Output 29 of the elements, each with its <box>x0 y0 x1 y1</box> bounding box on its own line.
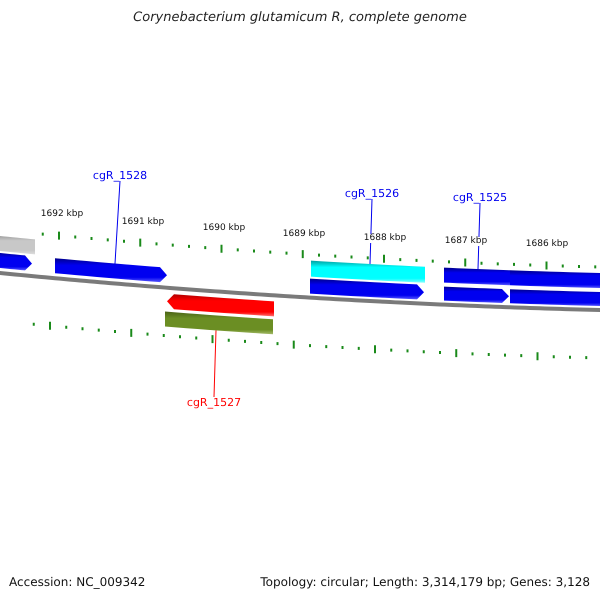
gene-bar <box>0 235 35 254</box>
gene-label: cgR_1527 <box>186 397 242 408</box>
gene-label: cgR_1528 <box>92 170 148 181</box>
gene-bar <box>510 270 600 288</box>
leader-line <box>478 202 480 270</box>
genome-summary-text: Topology: circular; Length: 3,314,179 bp; Genes: 3,128 <box>260 576 590 588</box>
tick-label: 1687 kbp <box>444 237 488 246</box>
tick-label: 1686 kbp <box>526 240 568 249</box>
leader-line <box>114 180 120 264</box>
gene-label: cgR_1525 <box>452 192 508 203</box>
gene-bar <box>0 252 32 270</box>
tick-label: 1689 kbp <box>282 230 326 239</box>
title: Corynebacterium glutamicum R, complete genome <box>132 11 468 24</box>
gene-bar <box>165 312 273 334</box>
gene-bar <box>510 289 600 306</box>
tick-label: 1690 kbp <box>202 224 246 233</box>
accession-text: Accession: NC_009342 <box>9 576 146 588</box>
gene-bar <box>444 268 510 286</box>
tick-label: 1691 kbp <box>122 218 164 227</box>
gene-bar <box>311 260 425 283</box>
gene-label: cgR_1526 <box>344 188 400 199</box>
tick-label: 1688 kbp <box>364 234 406 243</box>
tick-label: 1692 kbp <box>40 210 84 219</box>
gene-bar <box>310 278 424 300</box>
gene-bar <box>444 286 509 303</box>
leader-line <box>214 330 216 398</box>
gene-bar <box>167 294 274 316</box>
gene-bar <box>55 258 167 282</box>
leader-line <box>370 198 372 265</box>
